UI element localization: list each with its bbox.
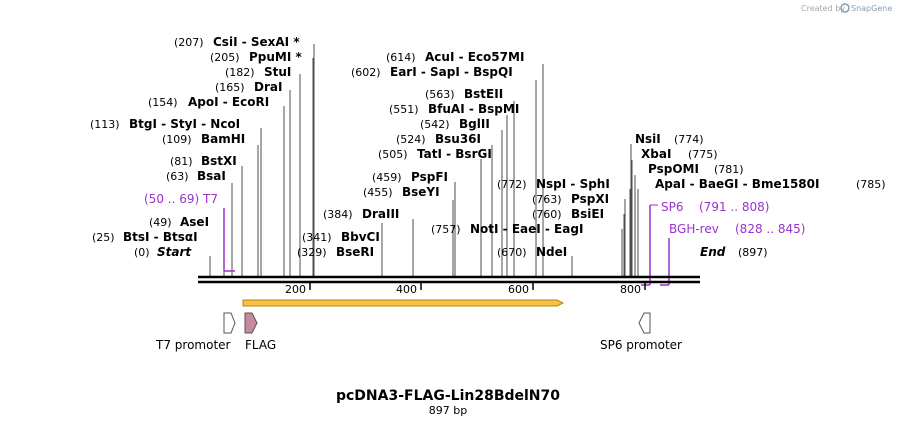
site-name-329: BseRI: [336, 245, 374, 259]
site-pos-165: (165): [215, 81, 245, 94]
primer-t7-name: T7: [202, 192, 218, 206]
t7-promoter-arrow: [223, 312, 236, 334]
site-pos-785: (785): [856, 178, 886, 191]
site-name-25: BtsI - BtsαI: [123, 230, 198, 244]
site-name-165: DraI: [254, 80, 282, 94]
site-name-563: BstEII: [464, 87, 503, 101]
orf-arrow: [242, 299, 565, 307]
watermark-created-by: Created by: [801, 4, 845, 13]
site-name-670: NdeI: [536, 245, 567, 259]
end-label: End: [700, 245, 726, 259]
site-name-341: BbvCI: [341, 230, 380, 244]
site-pos-757: (757): [431, 223, 461, 236]
site-pos-781: (781): [714, 163, 744, 176]
site-pos-154: (154): [148, 96, 178, 109]
plasmid-length: 897 bp: [429, 404, 467, 417]
site-name-542: BglII: [459, 117, 490, 131]
site-pos-760: (760): [532, 208, 562, 221]
tick-label-400: 400: [396, 283, 417, 296]
tick-label-800: 800: [620, 283, 641, 296]
site-name-602: EarI - SapI - BspQI: [390, 65, 513, 79]
site-name-505: TatI - BsrGI: [417, 147, 492, 161]
tick-label-600: 600: [508, 283, 529, 296]
site-pos-455: (455): [363, 186, 393, 199]
site-name-774: NsiI: [635, 132, 661, 146]
site-labels: (207) CsiI - SexAI * (205) PpuMI * (182)…: [90, 35, 886, 259]
site-pos-542: (542): [420, 118, 450, 131]
site-pos-459: (459): [372, 171, 402, 184]
site-name-113: BtgI - StyI - NcoI: [129, 117, 240, 131]
sp6-promoter-arrow: [638, 312, 651, 334]
site-name-182: StuI: [264, 65, 291, 79]
site-lines: [209, 44, 639, 277]
site-name-205: PpuMI *: [249, 50, 303, 64]
site-pos-109: (109): [162, 133, 192, 146]
site-name-154: ApoI - EcoRI: [188, 95, 269, 109]
site-name-785: ApaI - BaeGI - Bme1580I: [655, 177, 819, 191]
axis: 200 400 600 800: [285, 282, 646, 296]
site-pos-772: (772): [497, 178, 527, 191]
site-name-772: NspI - SphI: [536, 177, 610, 191]
watermark-logo: SnapGene: [851, 4, 892, 13]
primers: (50 .. 69) T7 SP6 (791 .. 808) BGH-rev (…: [144, 192, 805, 286]
primer-bgh-name: BGH-rev: [669, 222, 719, 236]
site-pos-49: (49): [149, 216, 172, 229]
feature-label-sp6-promoter: SP6 promoter: [600, 338, 682, 352]
site-pos-341: (341): [302, 231, 332, 244]
primer-sp6-range: (791 .. 808): [699, 200, 769, 214]
feature-label-t7-promoter: T7 promoter: [155, 338, 231, 352]
tick-label-200: 200: [285, 283, 306, 296]
site-pos-182: (182): [225, 66, 255, 79]
site-name-455: BseYI: [402, 185, 440, 199]
site-pos-207: (207): [174, 36, 204, 49]
primer-sp6-name: SP6: [661, 200, 684, 214]
plasmid-name: pcDNA3-FLAG-Lin28BdelN70: [336, 388, 560, 404]
site-name-384: DraIII: [362, 207, 399, 221]
primer-t7-range: (50 .. 69): [144, 192, 199, 206]
site-pos-551: (551): [389, 103, 419, 116]
site-pos-614: (614): [386, 51, 416, 64]
site-pos-505: (505): [378, 148, 408, 161]
site-pos-763: (763): [532, 193, 562, 206]
site-name-49: AseI: [180, 215, 209, 229]
snapgene-logo-icon: [840, 3, 850, 13]
site-name-81: BstXI: [201, 154, 237, 168]
site-name-781: PspOMI: [648, 162, 699, 176]
site-name-757: NotI - EaeI - EagI: [470, 222, 583, 236]
site-pos-25: (25): [92, 231, 115, 244]
site-pos-63: (63): [166, 170, 189, 183]
site-name-775: XbaI: [641, 147, 671, 161]
flag-arrow: [244, 312, 258, 334]
site-name-109: BamHI: [201, 132, 245, 146]
site-name-524: Bsu36I: [435, 132, 481, 146]
primer-bgh-range: (828 .. 845): [735, 222, 805, 236]
site-name-459: PspFI: [411, 170, 448, 184]
site-pos-524: (524): [396, 133, 426, 146]
site-name-614: AcuI - Eco57MI: [425, 50, 524, 64]
site-name-63: BsaI: [197, 169, 226, 183]
start-label: Start: [157, 245, 192, 259]
site-pos-329: (329): [297, 246, 327, 259]
feature-label-flag: FLAG: [245, 338, 276, 352]
site-pos-81: (81): [170, 155, 193, 168]
site-pos-602: (602): [351, 66, 381, 79]
site-name-760: BsiEI: [571, 207, 604, 221]
site-pos-563: (563): [425, 88, 455, 101]
site-pos-670: (670): [497, 246, 527, 259]
site-pos-113: (113): [90, 118, 120, 131]
site-pos-384: (384): [323, 208, 353, 221]
site-pos-205: (205): [210, 51, 240, 64]
site-pos-775: (775): [688, 148, 718, 161]
site-name-551: BfuAI - BspMI: [428, 102, 519, 116]
site-pos-0: (0): [134, 246, 150, 259]
site-pos-774: (774): [674, 133, 704, 146]
site-name-763: PspXI: [571, 192, 609, 206]
site-name-207: CsiI - SexAI *: [213, 35, 300, 49]
site-pos-897: (897): [738, 246, 768, 259]
